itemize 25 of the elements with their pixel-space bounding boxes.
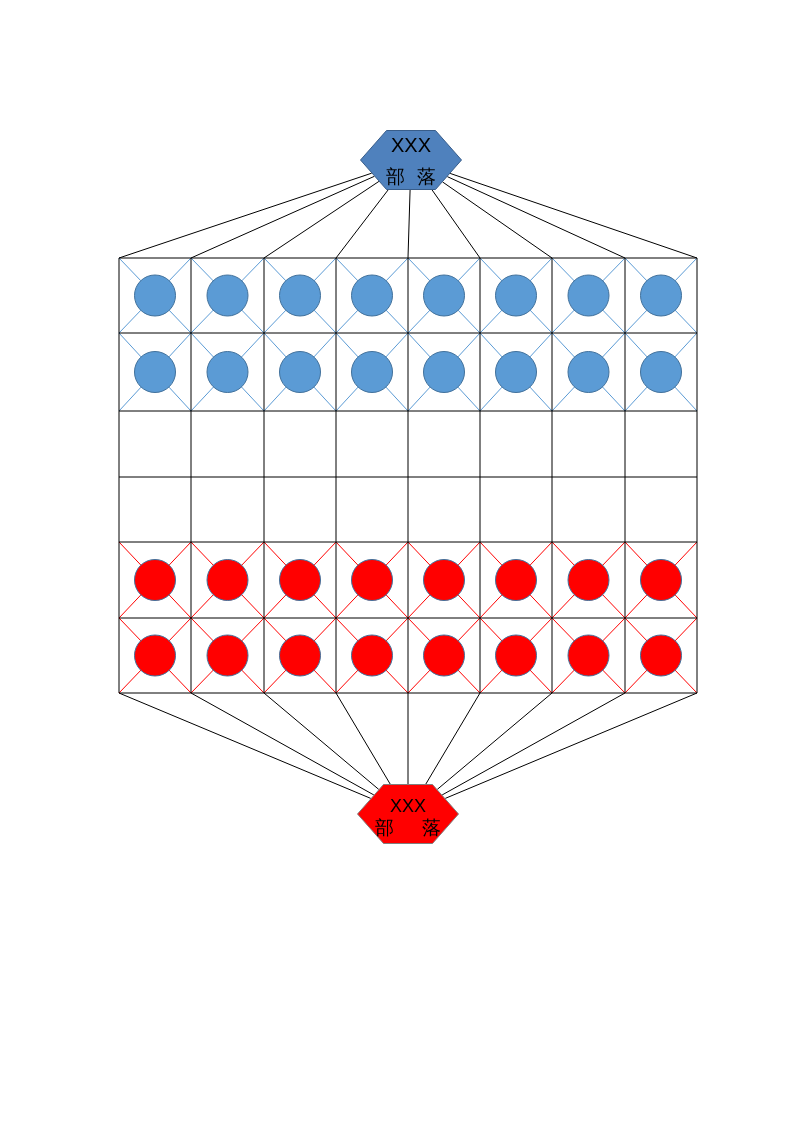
hexagon-box: [360, 130, 462, 190]
connector-line: [449, 172, 698, 259]
connector-line: [431, 189, 481, 259]
tribe-label: 部 落: [374, 816, 442, 840]
connector-line: [118, 172, 373, 259]
connector-line: [335, 692, 391, 785]
connector-line: [118, 692, 372, 799]
connector-line: [442, 181, 553, 259]
title-text: XXX: [389, 796, 427, 817]
connector-line: [444, 692, 698, 799]
connector-line: [446, 176, 626, 259]
title-text: XXX: [390, 134, 432, 157]
connector-line: [425, 692, 481, 785]
tribe-label: 部 落: [385, 165, 437, 189]
connector-line: [407, 692, 409, 785]
connector-line: [263, 692, 380, 790]
connector-line: [436, 692, 553, 790]
connector-line: [335, 189, 389, 259]
board-drawing: [118, 257, 698, 694]
connector-line: [441, 692, 626, 796]
connector-line: [190, 175, 375, 259]
connector-line: [263, 180, 380, 259]
connector-line: [190, 692, 375, 796]
connector-line: [407, 189, 411, 259]
hexagon-box: [357, 784, 459, 844]
